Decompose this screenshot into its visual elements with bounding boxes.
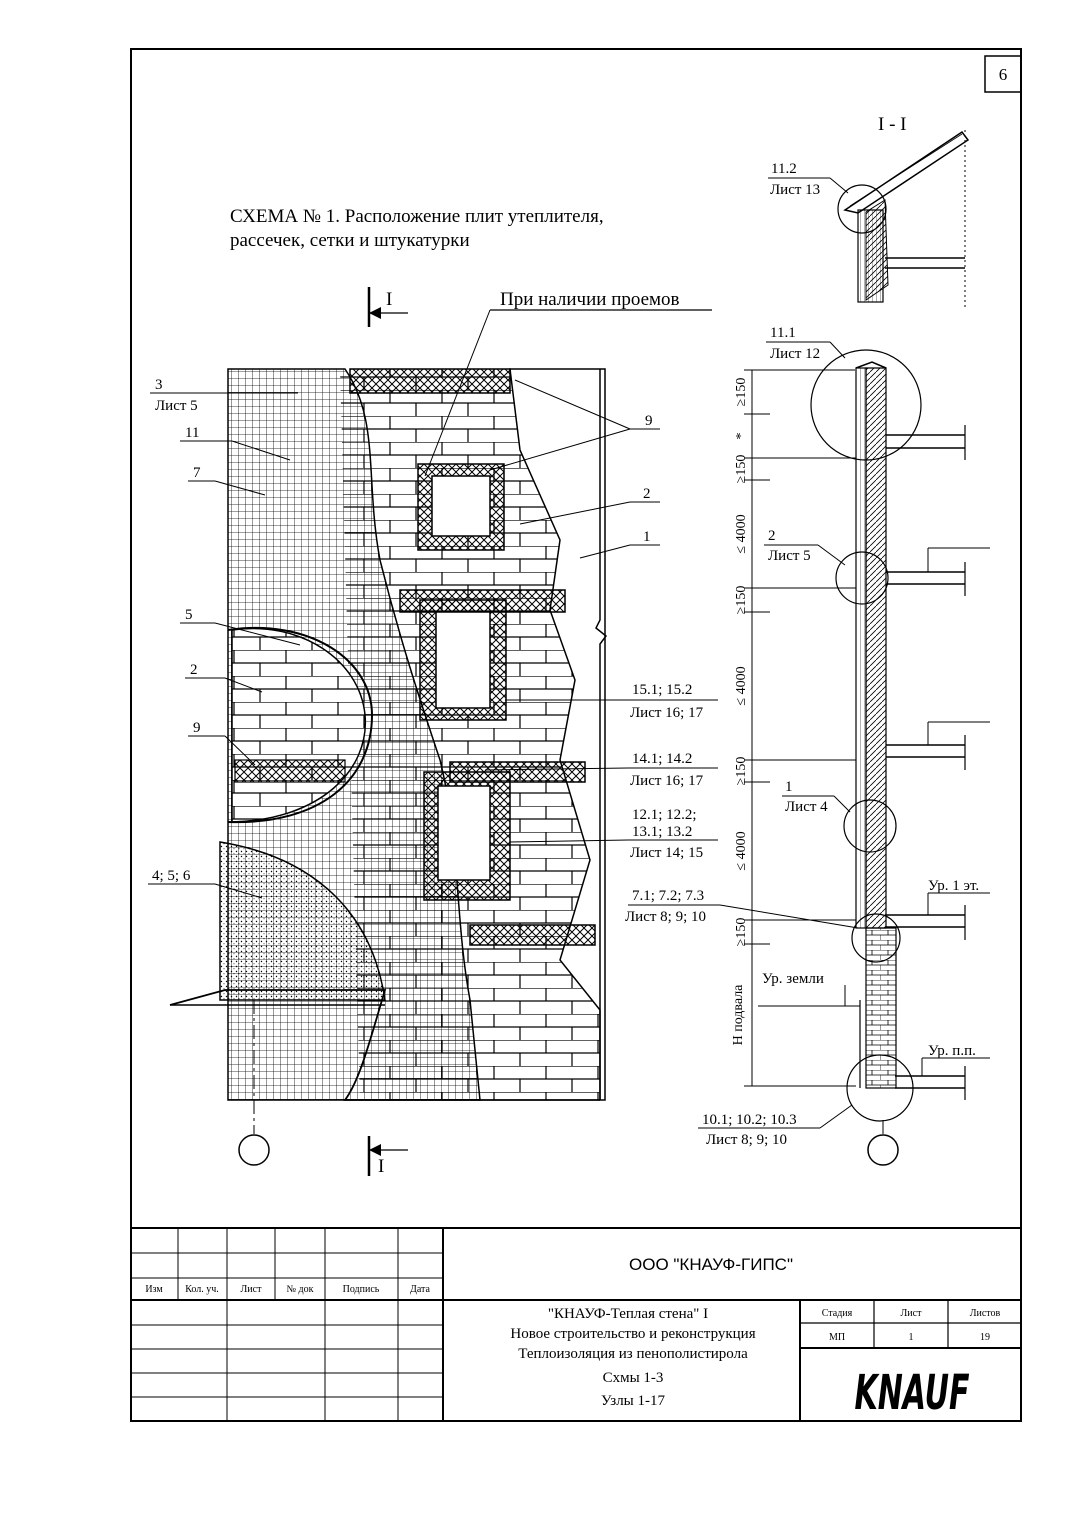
tb-company: ООО "КНАУФ-ГИПС"	[629, 1255, 793, 1274]
tb-sheet: 1	[909, 1332, 914, 1343]
scheme-title-line1: СХЕМА № 1. Расположение плит утеплителя,	[230, 206, 604, 227]
section-cut-mark-bottom: I	[367, 1136, 408, 1177]
tb-line1: "КНАУФ-Теплая стена" I	[548, 1306, 708, 1322]
dim-150-1: ≥150	[734, 378, 749, 407]
openings-note: При наличии проемов	[500, 289, 680, 310]
node-14-sheet: Лист 16; 17	[630, 773, 704, 789]
node-1: 1	[785, 779, 793, 795]
tb-header-kol: Кол. уч.	[185, 1284, 219, 1295]
tb-sheets: 19	[980, 1332, 990, 1343]
dim-basement: Н подвала	[731, 984, 746, 1046]
node-14: 14.1; 14.2	[632, 751, 692, 767]
title-block: Изм Кол. уч. Лист № док Подпись Дата ООО…	[130, 1227, 1022, 1422]
node-15-sheet: Лист 16; 17	[630, 705, 704, 721]
section-cut-mark-top: I	[367, 287, 408, 327]
label-9-right: 9	[645, 413, 653, 429]
dim-4000-2: ≤ 4000	[734, 666, 749, 705]
node-7-sheet: Лист 8; 9; 10	[625, 909, 706, 925]
section-title: I - I	[878, 114, 906, 135]
tb-line4: Схмы 1-3	[603, 1370, 664, 1386]
sheet-number-box	[984, 55, 1022, 93]
tb-header-doc: № док	[287, 1284, 314, 1295]
node-2-sheet: Лист 5	[768, 548, 811, 564]
level-basement: Ур. п.п.	[928, 1043, 976, 1059]
label-3-sheet: Лист 5	[155, 398, 198, 414]
label-11: 11	[185, 425, 199, 441]
knauf-logo-text: KNAUF	[854, 1366, 969, 1421]
node-12-line1: 12.1; 12.2;	[632, 807, 697, 823]
node-12-sheet: Лист 14; 15	[630, 845, 703, 861]
dim-150-2: ≥150	[734, 455, 749, 484]
label-7: 7	[193, 465, 201, 481]
node-12-line2: 13.1; 13.2	[632, 824, 692, 840]
label-1-right: 1	[643, 529, 651, 545]
sheet-number: 6	[999, 65, 1008, 84]
axis-bubble-right	[867, 1134, 899, 1166]
label-2-right: 2	[643, 486, 651, 502]
label-2-left: 2	[190, 662, 198, 678]
left-callouts: 3 Лист 5 11 7 5 2 9 4; 5; 6	[148, 377, 301, 899]
node-2: 2	[768, 528, 776, 544]
level-floor1: Ур. 1 эт.	[928, 878, 979, 894]
label-4-5-6: 4; 5; 6	[152, 868, 191, 884]
level-ground: Ур. земли	[762, 971, 824, 987]
scheme-title-line2: рассечек, сетки и штукатурки	[230, 230, 470, 251]
node-11-2-sheet: Лист 13	[770, 182, 820, 198]
dim-150-5: ≥150	[734, 918, 749, 947]
dim-star: *	[734, 433, 749, 440]
node-10-sheet: Лист 8; 9; 10	[706, 1132, 787, 1148]
dim-150-4: ≥150	[734, 757, 749, 786]
node-11-1: 11.1	[770, 325, 796, 341]
cut-mark-top-label: I	[386, 289, 392, 310]
node-7: 7.1; 7.2; 7.3	[632, 888, 704, 904]
wall-elevation	[169, 368, 608, 1166]
tb-line3: Теплоизоляция из пенополистирола	[518, 1346, 748, 1362]
tb-header-date: Дата	[410, 1284, 430, 1295]
tb-header-izm: Изм	[145, 1284, 163, 1295]
knauf-logo: KNAUF	[854, 1366, 969, 1421]
tb-sheet-label: Лист	[901, 1308, 923, 1319]
node-15: 15.1; 15.2	[632, 682, 692, 698]
dim-4000-1: ≤ 4000	[734, 514, 749, 553]
tb-stage: МП	[829, 1332, 845, 1343]
tb-header-list: Лист	[241, 1284, 263, 1295]
tb-sheets-label: Листов	[970, 1308, 1001, 1319]
axis-bubble-left	[238, 1134, 270, 1166]
dim-4000-3: ≤ 4000	[734, 831, 749, 870]
node-11-1-sheet: Лист 12	[770, 346, 820, 362]
tb-header-sign: Подпись	[343, 1284, 380, 1295]
tb-line2: Новое строительство и реконструкция	[510, 1326, 755, 1342]
right-callouts: 9 2 1 15.1; 15.2 Лист 16; 17 14.1; 14.2 …	[484, 379, 718, 861]
dim-150-3: ≥150	[734, 586, 749, 615]
node-10: 10.1; 10.2; 10.3	[702, 1112, 797, 1128]
tb-line5: Узлы 1-17	[601, 1393, 666, 1409]
cut-mark-bottom-label: I	[378, 1156, 384, 1177]
label-3: 3	[155, 377, 163, 393]
tb-stage-label: Стадия	[822, 1308, 853, 1319]
node-11-2: 11.2	[771, 161, 797, 177]
section-drawing: I - I 11.2 Лист 13	[625, 114, 990, 1166]
label-9-left: 9	[193, 720, 201, 736]
node-1-sheet: Лист 4	[785, 799, 828, 815]
label-5: 5	[185, 607, 193, 623]
